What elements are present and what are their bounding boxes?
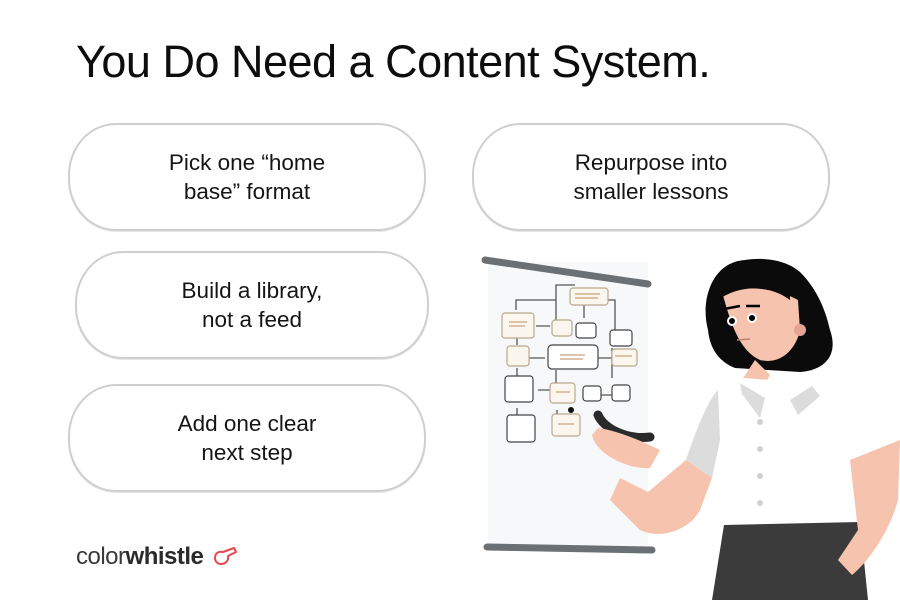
card-repurpose: Repurpose into smaller lessons <box>472 123 830 231</box>
logo-text-light: color <box>76 543 126 570</box>
card-label: Repurpose into smaller lessons <box>573 150 729 204</box>
card-home-base: Pick one “home base” format <box>68 123 426 231</box>
card-library: Build a library, not a feed <box>75 251 429 359</box>
card-label: Add one clear next step <box>177 411 317 465</box>
flowchart-board <box>481 256 656 554</box>
logo-text-bold: whistle <box>125 543 204 570</box>
whistle-icon <box>213 547 237 565</box>
page-title: You Do Need a Content System. <box>76 36 711 87</box>
woman-figure <box>568 258 900 600</box>
presenter-illustration <box>481 256 900 600</box>
brand-logo: colorwhistle <box>76 543 238 571</box>
card-label: Pick one “home base” format <box>168 150 326 204</box>
card-label: Build a library, not a feed <box>181 278 323 332</box>
card-next-step: Add one clear next step <box>68 384 426 492</box>
